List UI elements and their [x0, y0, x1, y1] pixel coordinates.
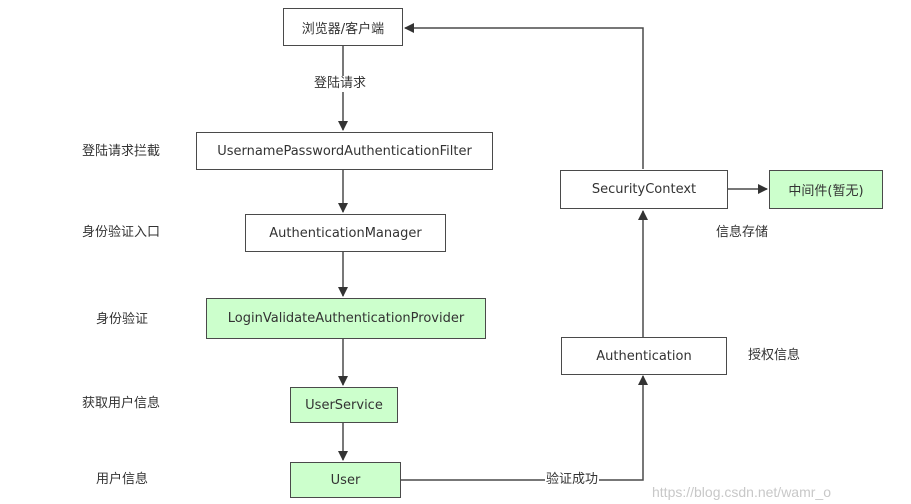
node-login-validate-provider: LoginValidateAuthenticationProvider [206, 298, 486, 339]
node-middleware: 中间件(暂无) [769, 170, 883, 209]
side-label-user-info: 用户信息 [96, 472, 149, 487]
edge-label-login-request: 登陆请求 [313, 76, 368, 92]
edge-label-verify-success: 验证成功 [545, 472, 600, 488]
node-username-password-filter: UsernamePasswordAuthenticationFilter [196, 132, 493, 170]
edge-securitycontext-to-browser [404, 23, 644, 169]
side-label-intercept: 登陆请求拦截 [82, 144, 161, 159]
side-label-auth-info: 授权信息 [748, 348, 801, 363]
node-browser: 浏览器/客户端 [283, 8, 403, 46]
node-authentication: Authentication [561, 337, 727, 375]
node-user: User [290, 462, 401, 498]
side-label-auth: 身份验证 [96, 312, 149, 327]
edge-user-to-authentication [401, 375, 648, 481]
side-label-fetch-user: 获取用户信息 [82, 396, 161, 411]
side-label-storage: 信息存储 [716, 225, 769, 240]
side-label-auth-entry: 身份验证入口 [82, 225, 161, 240]
watermark: https://blog.csdn.net/wamr_o [652, 484, 831, 500]
node-user-service: UserService [290, 387, 398, 423]
node-security-context: SecurityContext [560, 170, 728, 209]
node-authentication-manager: AuthenticationManager [245, 214, 446, 252]
